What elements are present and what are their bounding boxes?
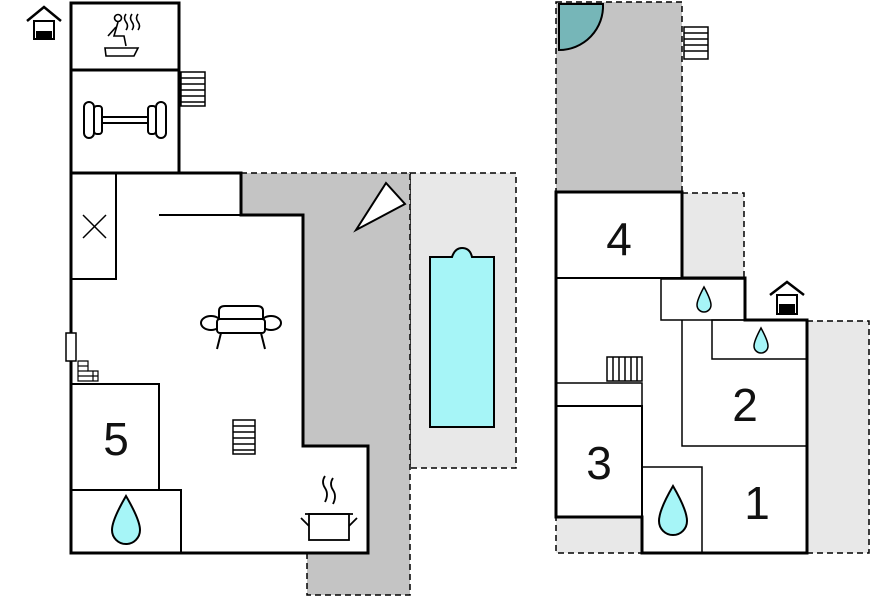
sauna-room (69, 1, 181, 72)
water-drop-icon (696, 285, 712, 313)
stairs-icon (606, 356, 643, 382)
stairs-icon (180, 71, 206, 107)
right-building (554, 190, 809, 555)
water-drop-icon (110, 494, 142, 545)
window-marker (65, 332, 77, 362)
bed-cross-icon (82, 214, 107, 239)
room-number-2: 2 (732, 379, 758, 431)
door-swing-icon (558, 3, 605, 52)
house-entrance-icon (26, 5, 62, 40)
stairs-icon (683, 26, 709, 60)
terrace-light-top (681, 192, 745, 279)
bedroom-2 (681, 320, 807, 447)
stairs-icon (232, 419, 256, 455)
bathroom-left (70, 489, 182, 554)
terrace-light-right (806, 320, 870, 554)
cooking-pot-icon (300, 475, 358, 541)
room-number-5: 5 (103, 413, 129, 465)
room-number-3: 3 (586, 437, 612, 489)
sauna-icon (104, 13, 141, 57)
room-number-1: 1 (744, 477, 770, 529)
bathroom-small-right (711, 319, 808, 360)
sofa-icon (200, 305, 282, 350)
room-labels: 5 4 2 3 1 (103, 213, 770, 529)
house-entrance-icon (769, 280, 805, 315)
bathroom-right (641, 466, 703, 554)
water-drop-icon (657, 484, 689, 536)
closet-room (70, 172, 117, 280)
water-drop-icon (753, 326, 769, 354)
bathroom-small-top (660, 278, 746, 321)
bedroom-4 (555, 191, 683, 279)
parasol-icon (353, 181, 407, 233)
room-3-wardrobe (555, 382, 643, 407)
room-number-4: 4 (606, 213, 632, 265)
stairs-icon (77, 360, 99, 382)
dumbbell-icon (83, 101, 167, 139)
swimming-pool-icon (429, 246, 495, 428)
terrace-light-bottom (555, 516, 643, 554)
